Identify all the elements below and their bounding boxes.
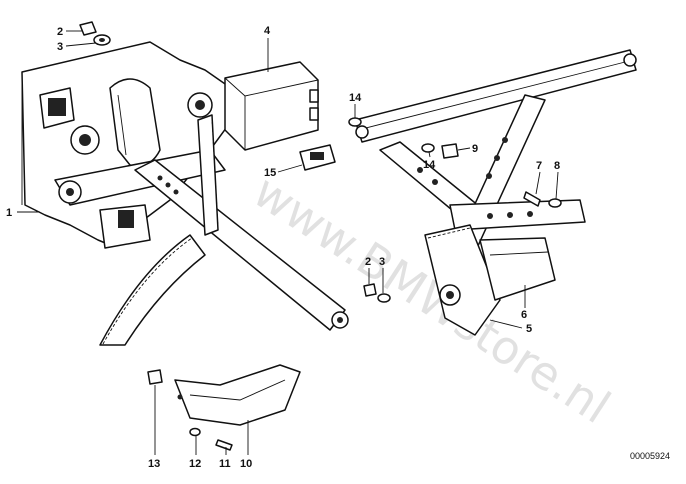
callout-5: 5 — [526, 323, 532, 335]
callout-13: 13 — [148, 458, 160, 470]
callout-2-top: 2 — [57, 26, 63, 38]
lift-arm — [134, 159, 349, 331]
callout-1: 1 — [6, 207, 12, 219]
callout-6: 6 — [521, 309, 527, 321]
clip-part-13 — [147, 369, 163, 385]
gear-rack — [197, 114, 219, 236]
nut-washer-top — [79, 21, 111, 46]
motor-part-4 — [187, 61, 319, 151]
bracket-part-10 — [174, 364, 301, 426]
callout-15: 15 — [264, 167, 276, 179]
leader-lines — [17, 30, 559, 455]
callout-14-lower: 14 — [423, 159, 436, 171]
gear-quadrant-part-5 — [424, 224, 501, 336]
callout-2-right: 2 — [365, 256, 371, 268]
nut-washer-right — [363, 283, 391, 303]
callout-4: 4 — [264, 25, 271, 37]
nut-9 — [348, 117, 459, 159]
callout-14-upper: 14 — [349, 92, 362, 104]
callout-11: 11 — [219, 458, 231, 470]
lever-arm — [54, 149, 226, 206]
callout-9: 9 — [472, 143, 478, 155]
motor-part-6 — [479, 237, 556, 301]
gear-sector — [99, 234, 206, 346]
bolt-nut-7-8 — [523, 191, 562, 208]
callout-7: 7 — [536, 160, 542, 172]
guide-rail — [354, 49, 637, 143]
callout-3-right: 3 — [379, 256, 385, 268]
callout-12: 12 — [189, 458, 201, 470]
connector-plug-part-15 — [299, 144, 336, 171]
callout-3-top: 3 — [57, 41, 63, 53]
diagram-id: 00005924 — [630, 451, 670, 461]
callout-10: 10 — [240, 458, 252, 470]
callout-8: 8 — [554, 160, 560, 172]
screw-washer-11-12 — [189, 427, 233, 451]
